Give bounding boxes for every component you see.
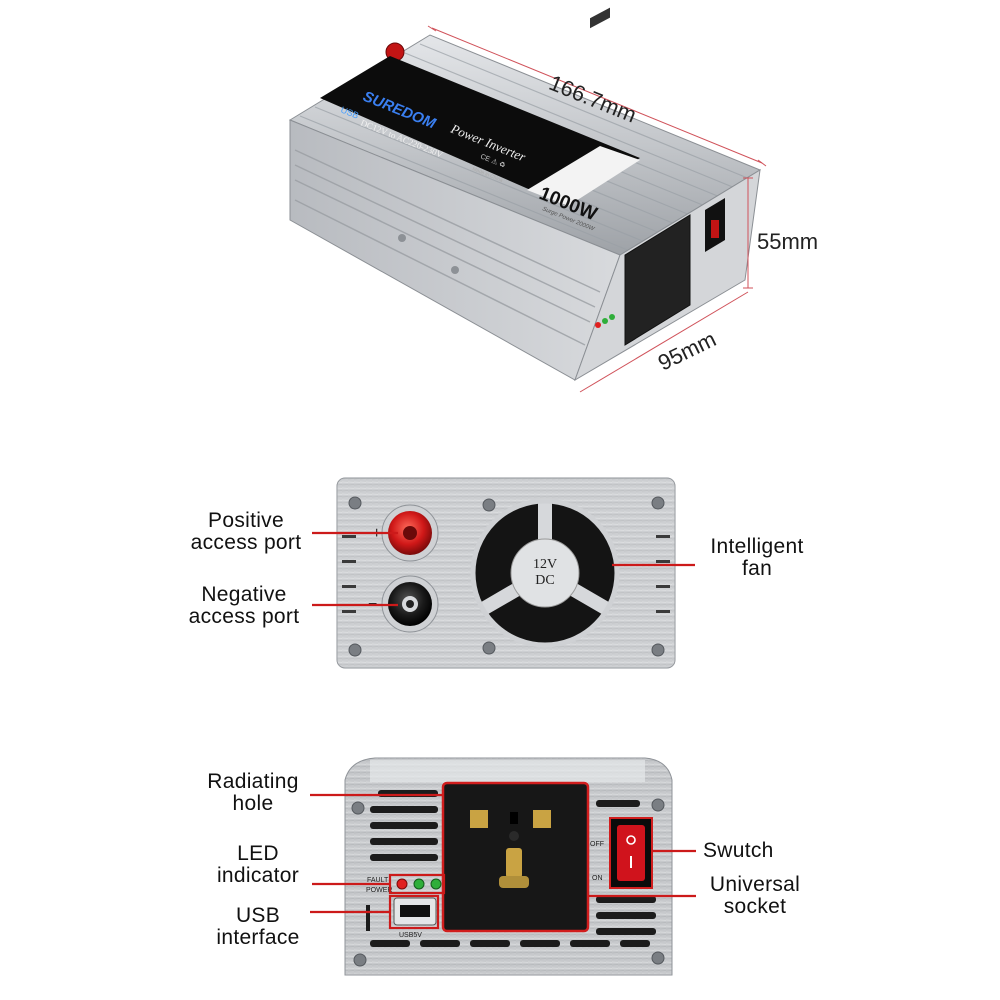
ac-callouts [310,793,696,930]
height-dimension: 55mm [757,229,819,254]
on-mark: ON [592,875,603,882]
fan-voltage: 12V [533,557,557,572]
dc-callouts [312,531,695,607]
dc-panel: + − 12V DC [312,477,695,669]
dimension-lines [427,25,767,393]
power-text: POWER [366,887,392,894]
usb-port-text: USB5V [399,932,422,939]
ac-panel: OFF ON FAULT POWER USB5V [310,757,696,976]
fan-dc: DC [535,573,554,588]
off-mark: OFF [590,841,604,848]
inverter-3d-view: SUREDOM USB DC12V to AC220-230V Power In… [288,7,767,393]
fault-text: FAULT [367,877,389,884]
switch-label: Swutch [703,839,774,862]
